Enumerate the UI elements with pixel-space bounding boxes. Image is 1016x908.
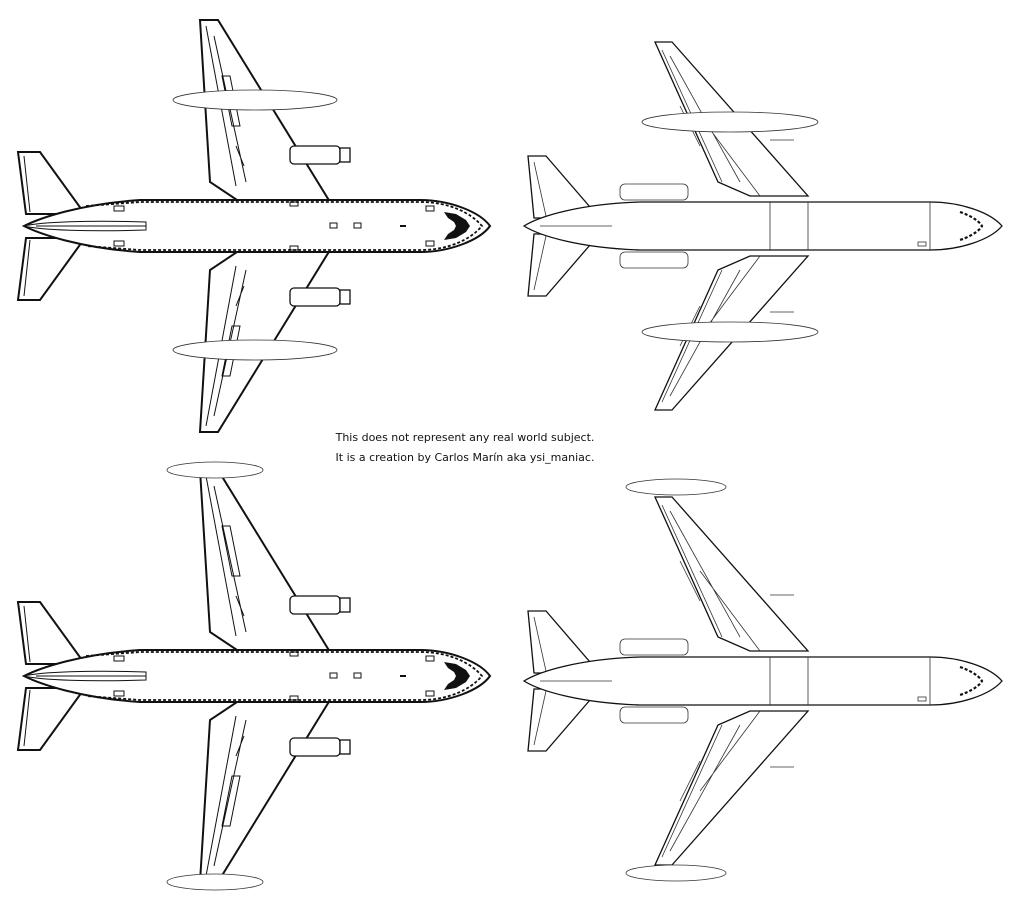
caption-line-1: This does not represent any real world s…	[335, 431, 595, 444]
caption-line-2: It is a creation by Carlos Marín aka ysi…	[335, 451, 595, 464]
